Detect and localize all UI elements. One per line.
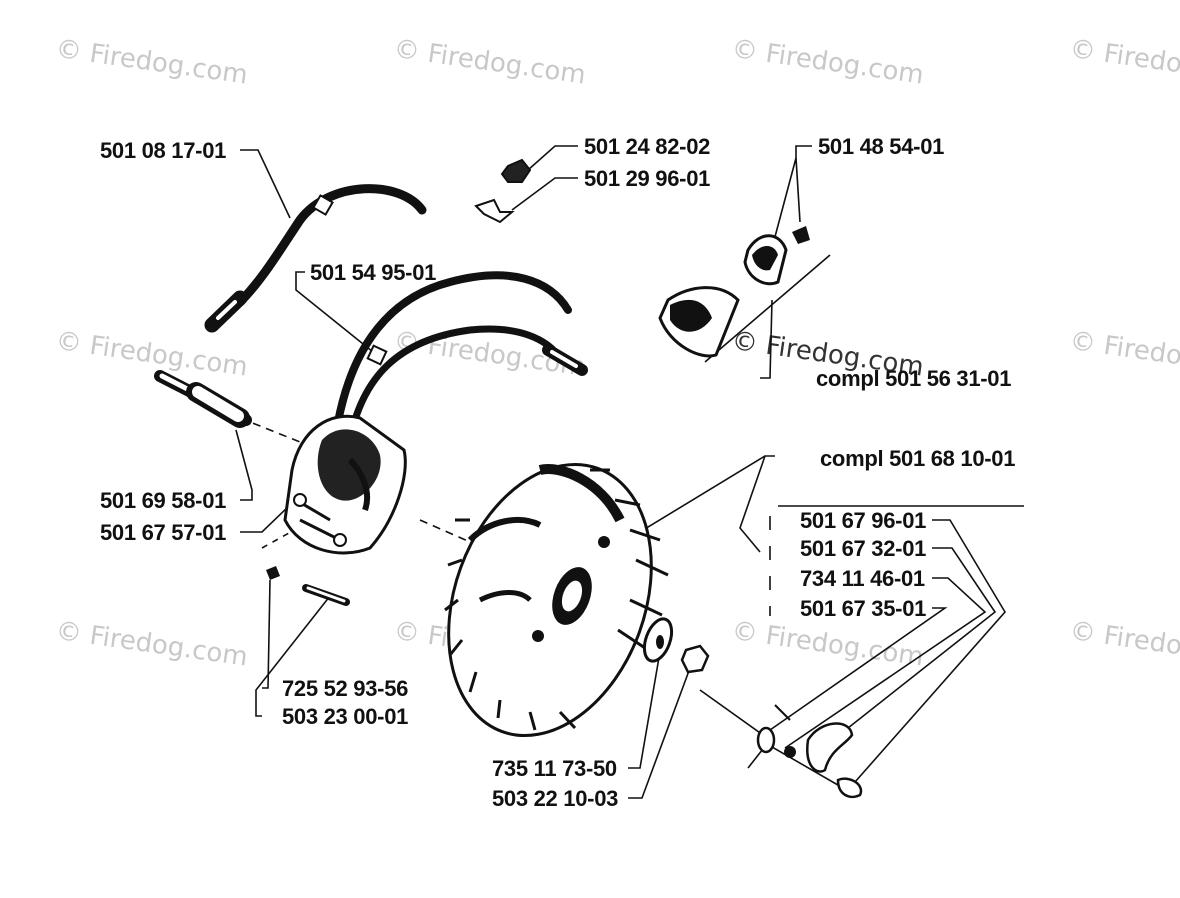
part-label-spring: 501 67 32-01 [800, 536, 927, 561]
part-label-washer: 734 11 46-01 [800, 566, 925, 591]
bolt-spacer [154, 370, 252, 428]
short-circuit-cable [334, 271, 588, 434]
flywheel [444, 462, 669, 738]
washer-and-nut [642, 617, 710, 674]
part-label-ignition-module: 501 67 57-01 [100, 520, 227, 545]
part-label-clip: 501 29 96-01 [584, 166, 711, 191]
starter-cup [658, 226, 810, 358]
spark-plug-cable [204, 184, 427, 333]
part-label-pawl: 501 67 96-01 [800, 508, 927, 533]
part-label-bolt: 501 69 58-01 [100, 488, 227, 513]
part-label-short-circuit-cable: 501 54 95-01 [310, 260, 437, 285]
part-label-flywheel: compl 501 68 10-01 [820, 446, 1016, 471]
part-label-module-washer: 725 52 93-56 [282, 676, 409, 701]
part-label-starter-cup: compl 501 56 31-01 [816, 366, 1012, 391]
nut-and-clip [474, 158, 532, 224]
part-label-flywheel-nut: 503 22 10-03 [492, 786, 619, 811]
starter-pawl-assembly [756, 704, 863, 799]
part-label-pawl-spring: 501 48 54-01 [818, 134, 945, 159]
part-label-flywheel-washer: 735 11 73-50 [492, 756, 617, 781]
part-label-pawl-screw: 501 67 35-01 [800, 596, 927, 621]
part-label-nut: 501 24 82-02 [584, 134, 711, 159]
ignition-module [283, 414, 407, 555]
leader-lines [235, 145, 1024, 799]
module-screw [266, 566, 350, 606]
part-label-module-screw: 503 23 00-01 [282, 704, 409, 729]
part-label-ignition-cable: 501 08 17-01 [100, 138, 227, 163]
